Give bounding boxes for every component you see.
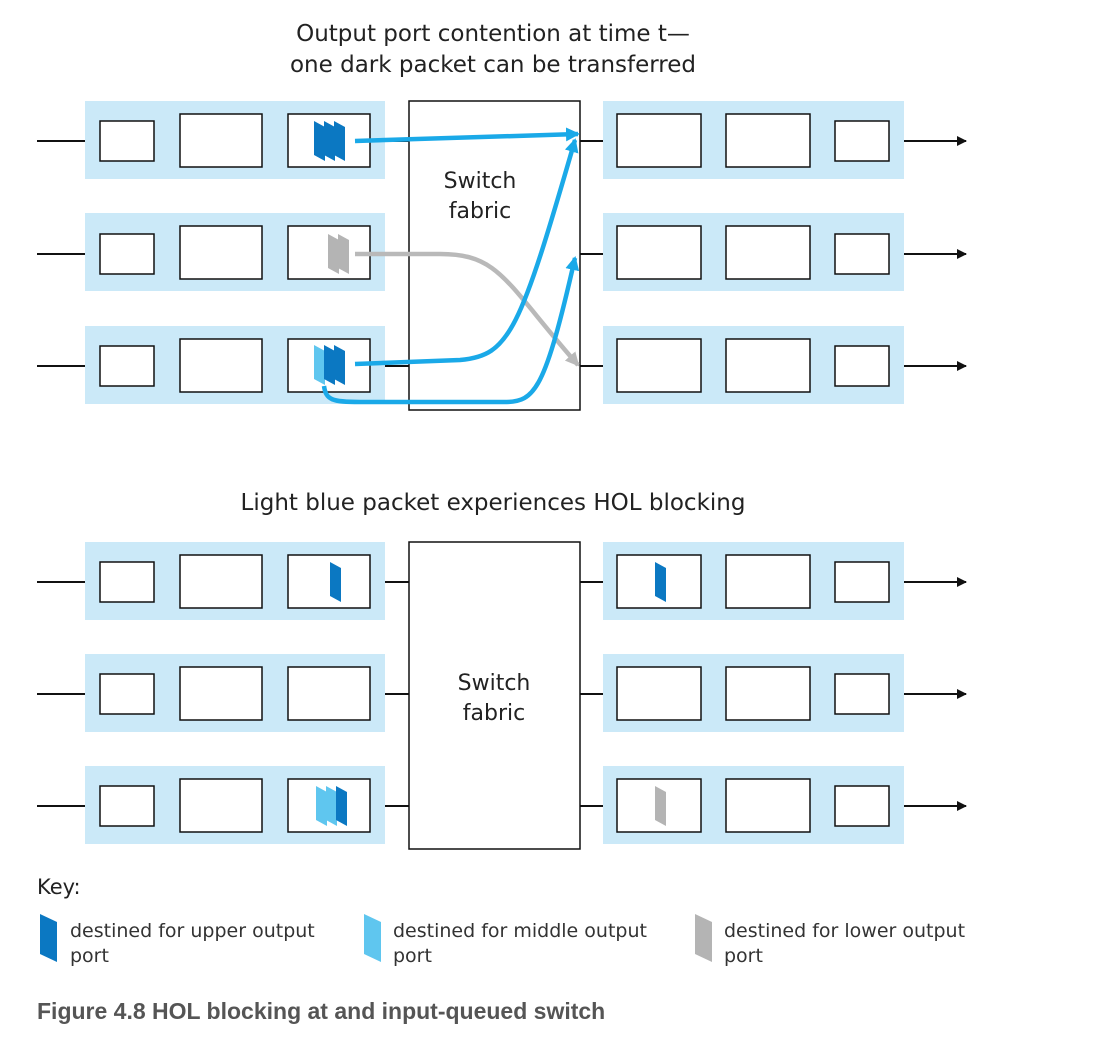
bottom-fabric-label-line2: fabric (463, 701, 525, 726)
queue-slot (834, 785, 890, 827)
legend-item-lower: destined for lower output port (695, 914, 965, 967)
queue-slot (287, 666, 371, 721)
queue-slot (99, 673, 155, 715)
top-fabric-label-line2: fabric (449, 199, 511, 224)
queue-slot (616, 225, 702, 280)
queue-slot (179, 554, 263, 609)
dark-blue-packet-icon (655, 562, 666, 602)
top-input-port-2 (37, 213, 409, 291)
dark-blue-packet-icon (314, 121, 345, 161)
queue-slot (287, 554, 371, 609)
bottom-output-port-2 (580, 654, 967, 732)
queue-slot (616, 666, 702, 721)
top-output-port-1 (580, 101, 967, 179)
bottom-title: Light blue packet experiences HOL blocki… (241, 490, 746, 516)
queue-slot (99, 561, 155, 603)
top-title-line1: Output port contention at time t— (296, 21, 690, 47)
queue-slot (99, 345, 155, 387)
bottom-fabric-label-line1: Switch (458, 671, 531, 696)
top-output-port-2 (580, 213, 967, 291)
legend-item-middle-line1: destined for middle output (393, 920, 647, 942)
top-diagram: Output port contention at time t— one da… (37, 21, 967, 411)
queue-slot (834, 561, 890, 603)
queue-slot (179, 666, 263, 721)
legend-item-lower-line1: destined for lower output (724, 920, 965, 942)
queue-slot (834, 120, 890, 162)
gray-packet-icon (328, 234, 349, 274)
queue-slot (725, 225, 811, 280)
bottom-input-port-1 (37, 542, 409, 620)
legend-item-upper: destined for upper output port (40, 914, 315, 967)
queue-slot (99, 233, 155, 275)
dark-blue-packet-icon (330, 562, 341, 602)
light-blue-packet-icon (364, 914, 381, 962)
queue-slot (179, 338, 263, 393)
bottom-output-port-3 (580, 766, 967, 844)
legend-item-middle-line2: port (393, 945, 432, 967)
upper-packet-transfer-arrow (354, 127, 580, 144)
gray-packet-icon (695, 914, 712, 962)
bottom-input-port-2 (37, 654, 409, 732)
dark-blue-packet-icon (40, 914, 57, 962)
queue-slot (834, 673, 890, 715)
legend: Key: destined for upper output port dest… (37, 875, 965, 967)
figure-caption: Figure 4.8 HOL blocking at and input-que… (37, 998, 605, 1024)
legend-item-middle: destined for middle output port (364, 914, 647, 967)
queue-slot (616, 113, 702, 168)
gray-packet-route-arrow (355, 251, 580, 367)
queue-slot (99, 785, 155, 827)
legend-heading: Key: (37, 875, 81, 899)
legend-item-upper-line1: destined for upper output (70, 920, 315, 942)
top-fabric-label-line1: Switch (444, 169, 517, 194)
bottom-switch-fabric (408, 541, 581, 850)
bottom-input-port-3 (37, 766, 409, 844)
queue-slot (99, 120, 155, 162)
gray-packet-icon (655, 786, 666, 826)
mixed-blue-packet-icon (316, 786, 347, 826)
queue-slot (834, 233, 890, 275)
queue-slot (725, 666, 811, 721)
queue-slot (725, 778, 811, 833)
top-title-line2: one dark packet can be transferred (290, 52, 696, 78)
queue-slot (179, 225, 263, 280)
legend-item-upper-line2: port (70, 945, 109, 967)
queue-slot (725, 338, 811, 393)
mixed-blue-packet-icon (314, 345, 345, 385)
queue-slot (725, 554, 811, 609)
bottom-diagram: Light blue packet experiences HOL blocki… (37, 490, 967, 850)
queue-slot (179, 778, 263, 833)
queue-slot (725, 113, 811, 168)
queue-slot (834, 345, 890, 387)
bottom-output-port-1 (580, 542, 967, 620)
middle-packet-route-arrow (321, 256, 580, 405)
top-input-port-3 (37, 326, 409, 404)
legend-item-lower-line2: port (724, 945, 763, 967)
queue-slot (179, 113, 263, 168)
contending-packet-arrow (354, 138, 579, 367)
queue-slot (616, 338, 702, 393)
top-output-port-3 (580, 326, 967, 404)
top-input-port-1 (37, 101, 409, 179)
